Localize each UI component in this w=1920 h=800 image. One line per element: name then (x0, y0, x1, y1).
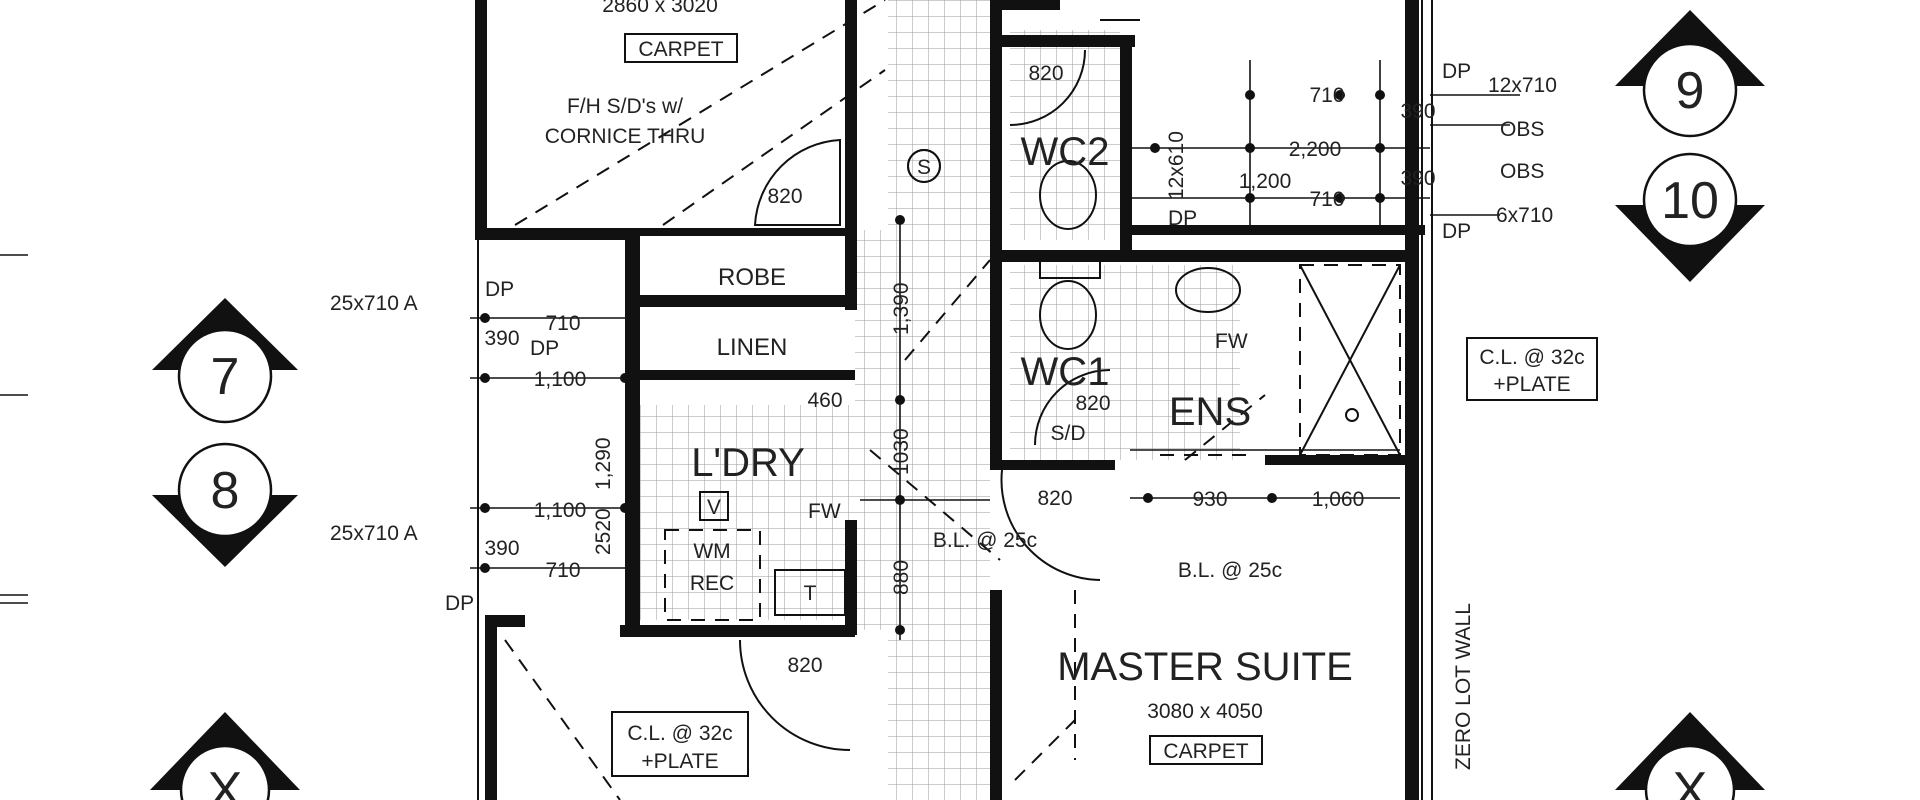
dim-390-a1: 390 (484, 327, 519, 350)
svg-text:X: X (208, 762, 243, 800)
dim-820-master-door: 820 (1037, 487, 1072, 510)
wc2-label: WC2 (1021, 130, 1110, 174)
window-tag-12x710: 12x710 (1488, 74, 1557, 97)
cornice-note-line2: CORNICE THRU (545, 125, 706, 148)
dimension-lines (0, 60, 1520, 640)
window-tag-obs2: OBS (1500, 160, 1544, 183)
ceiling-plate-1-line2: +PLATE (641, 750, 718, 773)
dim-1060: 1,060 (1312, 488, 1365, 511)
window-tag-dp4: DP (1442, 60, 1471, 83)
dim-820-bed-door: 820 (787, 654, 822, 677)
bl-note-2: B.L. @ 25c (1178, 559, 1282, 582)
dim-820-wc1-door: 820 (1075, 392, 1110, 415)
dim-880: 880 (890, 560, 913, 595)
zero-lot-wall-label: ZERO LOT WALL (1452, 603, 1475, 770)
dim-710-a2: 710 (545, 559, 580, 582)
window-tag-dp1: DP (485, 278, 514, 301)
dim-1200: 1,200 (1239, 170, 1292, 193)
dim-710-bottom: 710 (1309, 188, 1344, 211)
ceiling-plate-2-line2: +PLATE (1493, 373, 1570, 396)
window-tag-a1: 25x710 A (330, 292, 418, 315)
laundry-label: L'DRY (691, 441, 805, 485)
dim-2520: 2520 (592, 508, 615, 555)
fw-label-laundry: FW (808, 500, 841, 523)
wc1-label: WC1 (1021, 350, 1110, 394)
dimension-labels: 820 820 820 820 820 710 710 710 710 390 … (484, 62, 1435, 677)
v-label: V (707, 496, 721, 519)
room-labels: 2860 x 3020 CARPET ROBE LINEN L'DRY WC2 … (602, 0, 1353, 765)
dim-2200: 2,200 (1289, 138, 1342, 161)
notes: F/H S/D's w/ CORNICE THRU C.L. @ 32c +PL… (545, 95, 1598, 777)
svg-text:9: 9 (1676, 62, 1705, 120)
sd-label: S/D (1050, 422, 1085, 445)
ceiling-plate-1-line1: C.L. @ 32c (627, 722, 732, 745)
dim-390-a2: 390 (484, 537, 519, 560)
marker-10: 10 (1615, 152, 1765, 282)
bedroom-top-size: 2860 x 3020 (602, 0, 718, 17)
dim-1100-a1: 1,100 (534, 368, 587, 391)
window-tag-obs1: OBS (1500, 118, 1544, 141)
dim-710-top: 710 (1309, 84, 1344, 107)
s-symbol: S (917, 156, 931, 179)
bl-note-1: B.L. @ 25c (933, 529, 1037, 552)
window-tags: 25x710 A 25x710 A 12x710 6x710 OBS OBS D… (330, 60, 1557, 615)
marker-x-left: X (150, 712, 300, 800)
dim-1100-a2: 1,100 (534, 499, 587, 522)
marker-7: 7 (152, 298, 298, 424)
master-suite-label: MASTER SUITE (1057, 645, 1353, 689)
window-tag-6x710: 6x710 (1496, 204, 1553, 227)
wm-label-line1: WM (693, 540, 730, 563)
wm-label-line2: REC (690, 572, 734, 595)
dim-460: 460 (807, 389, 842, 412)
tub-label: T (804, 582, 817, 605)
cornice-note-line1: F/H S/D's w/ (567, 95, 683, 118)
linen-label: LINEN (717, 334, 788, 361)
window-tag-dp2: DP (530, 337, 559, 360)
svg-text:10: 10 (1661, 172, 1719, 230)
svg-text:7: 7 (211, 348, 240, 406)
window-tag-dp5: DP (1442, 220, 1471, 243)
walls (475, 0, 1425, 800)
dim-710-a1: 710 (545, 312, 580, 335)
ens-label: ENS (1169, 390, 1251, 434)
dim-930: 930 (1192, 488, 1227, 511)
window-tag-dp6: DP (1168, 207, 1197, 230)
window-tag-a2: 25x710 A (330, 522, 418, 545)
dim-1030: 1030 (890, 428, 913, 475)
dim-390-bottom: 390 (1400, 167, 1435, 190)
door-swings (739, 49, 1111, 751)
ceiling-plate-2-line1: C.L. @ 32c (1479, 346, 1584, 369)
dim-820-wc2-door: 820 (1028, 62, 1063, 85)
dim-390-top: 390 (1400, 100, 1435, 123)
tiled-floor-areas (630, 0, 1240, 800)
marker-9: 9 (1615, 10, 1765, 138)
master-suite-size: 3080 x 4050 (1147, 700, 1263, 723)
dim-820-robe-door: 820 (767, 185, 802, 208)
svg-text:8: 8 (211, 462, 240, 520)
fw-label-ens: FW (1215, 330, 1248, 353)
master-suite-floor: CARPET (1163, 740, 1248, 763)
dim-1290: 1,290 (592, 437, 615, 490)
window-tag-dp3: DP (445, 592, 474, 615)
bedroom-top-floor: CARPET (638, 38, 723, 61)
marker-8: 8 (152, 442, 298, 567)
dim-12x610: 12x610 (1165, 131, 1188, 200)
robe-label: ROBE (718, 264, 786, 291)
marker-x-right: X (1615, 712, 1765, 800)
svg-text:X: X (1673, 762, 1708, 800)
dim-1390: 1,390 (890, 282, 913, 335)
